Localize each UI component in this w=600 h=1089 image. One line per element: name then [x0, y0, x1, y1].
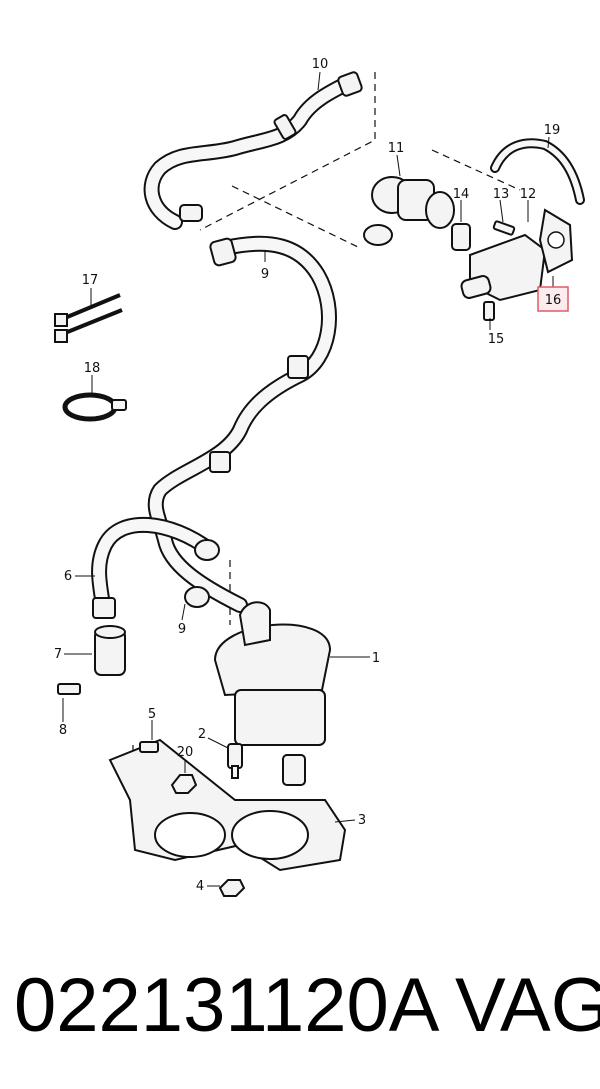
cable-ties	[54, 293, 123, 343]
hose-clamp	[62, 392, 127, 422]
leader-line	[499, 199, 504, 223]
leader-line	[547, 136, 550, 149]
leader-line	[317, 71, 321, 91]
callout-7: 7	[54, 647, 62, 662]
callout-9-upper: 9	[261, 267, 269, 282]
part-number-label: 022131120A	[14, 963, 440, 1048]
leader-line	[207, 737, 229, 749]
bolt-15	[483, 301, 495, 321]
callout-16: 16	[545, 293, 562, 308]
secondary-air-pump	[213, 601, 332, 786]
brand-label: VAG	[455, 963, 600, 1048]
nut-20	[170, 774, 198, 794]
hose-long	[147, 235, 337, 613]
callout-18: 18	[84, 361, 101, 376]
connector-7	[94, 625, 126, 676]
callout-8: 8	[59, 723, 67, 738]
bolt-13	[492, 220, 516, 236]
gasket-flange	[538, 208, 574, 274]
callout-13: 13	[493, 187, 510, 202]
bolt-8	[57, 683, 81, 695]
sensor-2	[227, 743, 243, 779]
leader-line	[396, 154, 401, 177]
callout-9-lower: 9	[178, 622, 186, 637]
callout-12: 12	[520, 187, 537, 202]
dashed-reference-line	[431, 149, 521, 191]
callout-2: 2	[198, 727, 206, 742]
callout-4: 4	[196, 879, 204, 894]
callout-1: 1	[372, 651, 380, 666]
leader-line	[334, 819, 356, 823]
callout-17: 17	[82, 273, 99, 288]
bolt-5	[139, 741, 159, 753]
callout-3: 3	[358, 813, 366, 828]
hose-upper	[143, 71, 363, 230]
callout-16-highlight	[537, 286, 569, 312]
nut-4	[218, 879, 246, 897]
callout-10: 10	[312, 57, 329, 72]
callout-15: 15	[488, 332, 505, 347]
leader-line	[181, 603, 186, 621]
bracket	[108, 738, 347, 872]
connecting-pipe	[460, 233, 547, 302]
callout-6: 6	[64, 569, 72, 584]
parts-exploded-diagram: 10 11 19 14 13 12 16 15 17 18 9 6 9 1 7 …	[54, 57, 585, 897]
hose-6	[91, 517, 220, 619]
gasket-14	[451, 223, 471, 251]
callout-5: 5	[148, 707, 156, 722]
combination-valve	[363, 176, 455, 246]
hose-19	[490, 138, 585, 205]
callout-14: 14	[453, 187, 470, 202]
callout-19: 19	[544, 123, 561, 138]
callout-20: 20	[177, 745, 194, 760]
callout-11: 11	[388, 141, 405, 156]
